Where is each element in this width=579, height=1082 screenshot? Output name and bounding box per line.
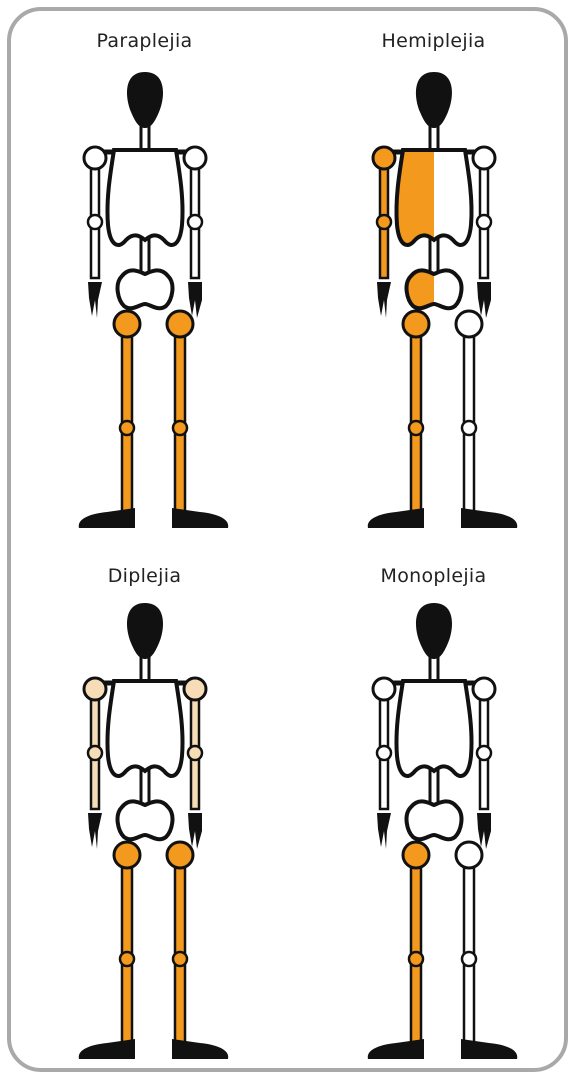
left-elbow-joint [88, 746, 102, 760]
left-elbow-joint [377, 746, 391, 760]
torso-base [107, 681, 182, 776]
left-thigh [411, 330, 421, 422]
right-elbow-joint [477, 746, 491, 760]
head-icon [416, 72, 452, 128]
head-icon [127, 72, 163, 128]
right-upper-arm [480, 696, 488, 748]
left-upper-arm [380, 696, 388, 748]
right-foot-icon [172, 1039, 228, 1059]
left-foot-icon [79, 1039, 135, 1059]
left-foot-icon [368, 1039, 424, 1059]
left-shoulder-joint [84, 147, 106, 169]
left-hand-icon [88, 813, 102, 849]
right-shin [175, 965, 185, 1043]
right-thigh [175, 861, 185, 953]
right-elbow-joint [188, 215, 202, 229]
right-elbow-joint [477, 215, 491, 229]
left-forearm [380, 228, 388, 278]
skeleton-figure-paraplejia [0, 0, 289, 541]
right-shoulder-joint [473, 678, 495, 700]
right-shin [175, 434, 185, 512]
left-elbow-joint [88, 215, 102, 229]
left-shin [122, 434, 132, 512]
right-forearm [191, 759, 199, 809]
left-upper-arm [380, 165, 388, 217]
left-knee-joint [120, 421, 134, 435]
panel-diplejia: Diplejia [0, 541, 289, 1082]
right-forearm [480, 228, 488, 278]
left-shoulder-joint [373, 147, 395, 169]
left-shoulder-joint [84, 678, 106, 700]
left-upper-arm [91, 165, 99, 217]
right-upper-arm [191, 696, 199, 748]
right-hip-joint [167, 311, 193, 337]
right-foot-icon [172, 508, 228, 528]
left-foot-icon [79, 508, 135, 528]
left-shin [411, 434, 421, 512]
right-shin [464, 434, 474, 512]
left-knee-joint [120, 952, 134, 966]
right-knee-joint [173, 952, 187, 966]
left-thigh [122, 330, 132, 422]
right-elbow-joint [188, 746, 202, 760]
left-hip-joint [403, 311, 429, 337]
right-hip-joint [456, 842, 482, 868]
right-knee-joint [173, 421, 187, 435]
left-elbow-joint [377, 215, 391, 229]
left-shin [411, 965, 421, 1043]
head-icon [416, 603, 452, 659]
right-shoulder-joint [184, 678, 206, 700]
left-hand-icon [377, 813, 391, 849]
right-forearm [480, 759, 488, 809]
left-upper-arm [91, 696, 99, 748]
torso-base [107, 150, 182, 245]
left-hip-joint [114, 842, 140, 868]
left-knee-joint [409, 421, 423, 435]
skeleton-figure-diplejia [0, 541, 289, 1082]
panel-paraplejia: Paraplejia [0, 0, 289, 541]
right-hand-icon [477, 282, 491, 318]
right-hip-joint [456, 311, 482, 337]
left-shin [122, 965, 132, 1043]
right-shoulder-joint [473, 147, 495, 169]
left-hip-joint [114, 311, 140, 337]
right-hand-icon [477, 813, 491, 849]
right-upper-arm [191, 165, 199, 217]
right-thigh [175, 330, 185, 422]
right-shin [464, 965, 474, 1043]
right-knee-joint [462, 952, 476, 966]
right-thigh [464, 330, 474, 422]
skeleton-figure-hemiplejia [289, 0, 578, 541]
left-forearm [91, 759, 99, 809]
left-thigh [122, 861, 132, 953]
right-thigh [464, 861, 474, 953]
left-foot-icon [368, 508, 424, 528]
head-icon [127, 603, 163, 659]
left-shoulder-joint [373, 678, 395, 700]
right-foot-icon [461, 1039, 517, 1059]
right-upper-arm [480, 165, 488, 217]
skeleton-figure-monoplejia [289, 541, 578, 1082]
left-hip-joint [403, 842, 429, 868]
left-knee-joint [409, 952, 423, 966]
right-hip-joint [167, 842, 193, 868]
left-thigh [411, 861, 421, 953]
right-foot-icon [461, 508, 517, 528]
right-hand-icon [188, 282, 202, 318]
right-knee-joint [462, 421, 476, 435]
right-shoulder-joint [184, 147, 206, 169]
right-hand-icon [188, 813, 202, 849]
left-forearm [91, 228, 99, 278]
left-hand-icon [377, 282, 391, 318]
torso-base [396, 681, 471, 776]
panel-hemiplejia: Hemiplejia [289, 0, 578, 541]
left-forearm [380, 759, 388, 809]
left-hand-icon [88, 282, 102, 318]
right-forearm [191, 228, 199, 278]
panel-monoplejia: Monoplejia [289, 541, 578, 1082]
